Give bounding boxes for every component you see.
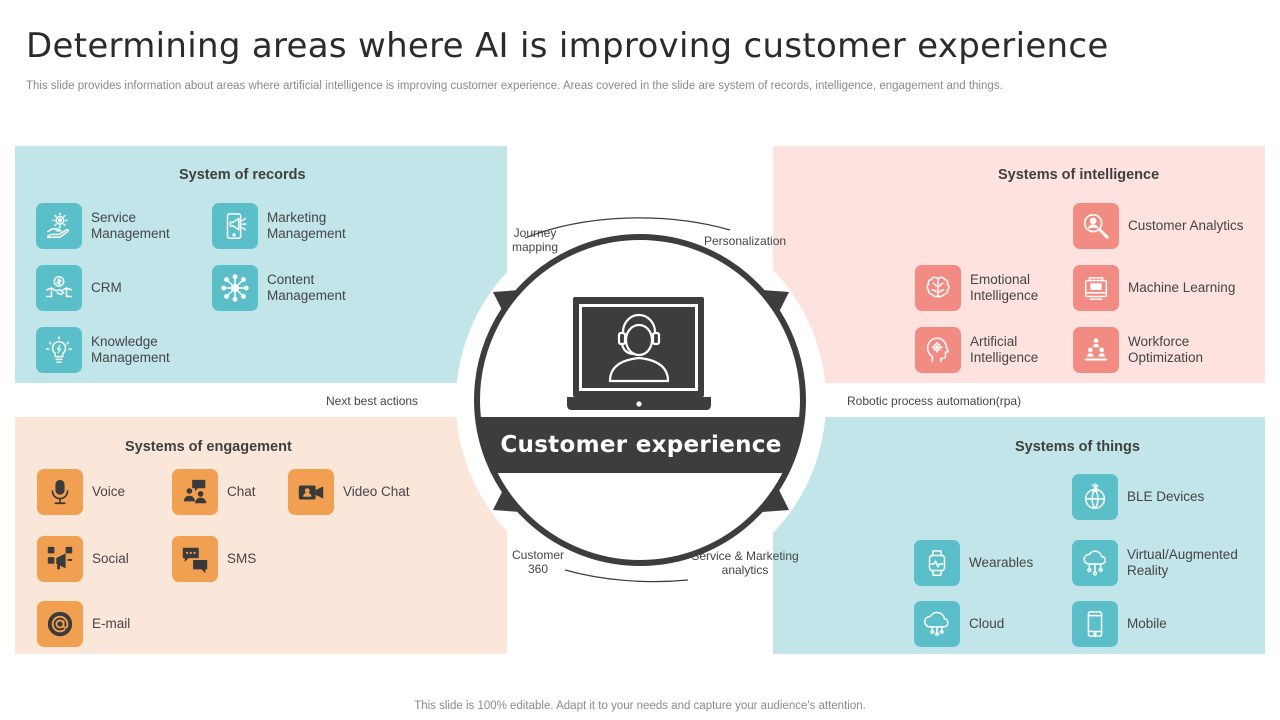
at-sign-icon (37, 601, 83, 647)
magnifier-user-icon (1073, 203, 1119, 249)
item-label: SMS (227, 551, 257, 566)
item-label: Wearables (969, 555, 1034, 570)
bottom-arc (564, 569, 689, 583)
cloud-network-icon (1072, 540, 1118, 586)
bluetooth-globe-icon (1072, 474, 1118, 520)
item-label: Content Management (267, 272, 346, 303)
item-label: Cloud (969, 616, 1005, 631)
item-label: Artificial Intelligence (970, 334, 1039, 365)
label-customer-360: Customer 360 (503, 548, 573, 576)
item-content-management: Content Management (212, 265, 385, 311)
page-title: Determining areas where AI is improving … (26, 26, 1109, 66)
item-artificial-intelligence: Artificial Intelligence (915, 327, 1088, 373)
quadrant-title: Systems of intelligence (998, 167, 1160, 183)
item-social: Social (37, 536, 210, 582)
item-label: Video Chat (343, 484, 410, 499)
sms-bubbles-icon (172, 536, 218, 582)
handshake-icon (36, 265, 82, 311)
customer-support-laptop-icon (567, 297, 711, 410)
item-label: CRM (91, 280, 122, 295)
top-arc (524, 217, 731, 239)
item-service-management: Service Management (36, 203, 209, 249)
item-label: Customer Analytics (1128, 218, 1244, 233)
quadrant-systems-of-intelligence: Systems of intelligence Customer Analyti… (773, 146, 1265, 383)
quadrant-systems-of-things: Systems of things BLE Devices Wearables (773, 417, 1265, 654)
people-pyramid-icon (1073, 327, 1119, 373)
arrow-bottom-right (762, 488, 789, 512)
center-ring (474, 217, 806, 583)
item-email: E-mail (37, 601, 210, 647)
video-camera-icon (288, 469, 334, 515)
quadrant-systems-of-engagement: Systems of engagement Voice Chat Vi (15, 417, 507, 654)
quadrant-title: Systems of things (1015, 439, 1140, 455)
page-subtitle: This slide provides information about ar… (26, 80, 1003, 92)
item-wearables: Wearables (914, 540, 1087, 586)
arrow-top-right (762, 290, 789, 314)
cloud-icon (914, 601, 960, 647)
item-label: Marketing Management (267, 210, 346, 241)
item-machine-learning: Machine Learning (1073, 265, 1246, 311)
item-customer-analytics: Customer Analytics (1073, 203, 1246, 249)
brain-icon (915, 265, 961, 311)
microphone-icon (37, 469, 83, 515)
network-hub-icon (212, 265, 258, 311)
item-video-chat: Video Chat (288, 469, 461, 515)
connector-text: Service & Marketing analytics (691, 549, 799, 577)
item-emotional-intelligence: Emotional Intelligence (915, 265, 1088, 311)
center-label: Customer experience (478, 417, 804, 473)
item-knowledge-management: Knowledge Management (36, 327, 209, 373)
item-label: Mobile (1127, 616, 1167, 631)
item-chat: Chat (172, 469, 345, 515)
quadrant-title: Systems of engagement (125, 439, 292, 455)
item-label: Knowledge Management (91, 334, 170, 365)
item-virtual-augmented-reality: Virtual/Augmented Reality (1072, 540, 1245, 586)
label-service-marketing-analytics: Service & Marketing analytics (690, 549, 800, 577)
center-label-text: Customer experience (500, 432, 782, 458)
label-journey-mapping: Journey mapping (505, 226, 565, 254)
item-workforce-optimization: Workforce Optimization (1073, 327, 1246, 373)
label-robotic-process-automation: Robotic process automation(rpa) (847, 394, 1022, 408)
mobile-phone-icon (1072, 601, 1118, 647)
connector-text: Customer 360 (511, 548, 564, 576)
quadrant-system-of-records: System of records Service Management Mar… (15, 146, 507, 383)
center-band (477, 417, 803, 473)
label-personalization: Personalization (704, 234, 787, 248)
arrow-top-left (493, 290, 520, 314)
item-label: Workforce Optimization (1128, 334, 1204, 365)
item-cloud: Cloud (914, 601, 1087, 647)
item-label: E-mail (92, 616, 131, 631)
item-label: Voice (92, 484, 126, 499)
footer-note: This slide is 100% editable. Adapt it to… (414, 700, 866, 712)
item-marketing-management: Marketing Management (212, 203, 385, 249)
item-ble-devices: BLE Devices (1072, 474, 1245, 520)
item-label: Emotional Intelligence (970, 272, 1039, 303)
arrow-bottom-left (493, 488, 520, 512)
lightbulb-icon (36, 327, 82, 373)
item-label: Virtual/Augmented Reality (1127, 547, 1238, 578)
hand-gear-icon (36, 203, 82, 249)
phone-megaphone-icon (212, 203, 258, 249)
item-sms: SMS (172, 536, 345, 582)
item-label: Service Management (91, 210, 170, 241)
machine-icon (1073, 265, 1119, 311)
label-next-best-actions: Next best actions (326, 394, 419, 408)
item-label: Machine Learning (1128, 280, 1236, 295)
smartwatch-icon (914, 540, 960, 586)
item-label: BLE Devices (1127, 489, 1205, 504)
item-label: Social (92, 551, 129, 566)
item-voice: Voice (37, 469, 210, 515)
item-crm: CRM (36, 265, 209, 311)
quadrant-title: System of records (179, 167, 306, 183)
connector-text: Journey mapping (511, 226, 559, 254)
head-gear-icon (915, 327, 961, 373)
item-label: Chat (227, 484, 256, 499)
item-mobile: Mobile (1072, 601, 1245, 647)
social-megaphone-icon (37, 536, 83, 582)
chat-people-icon (172, 469, 218, 515)
